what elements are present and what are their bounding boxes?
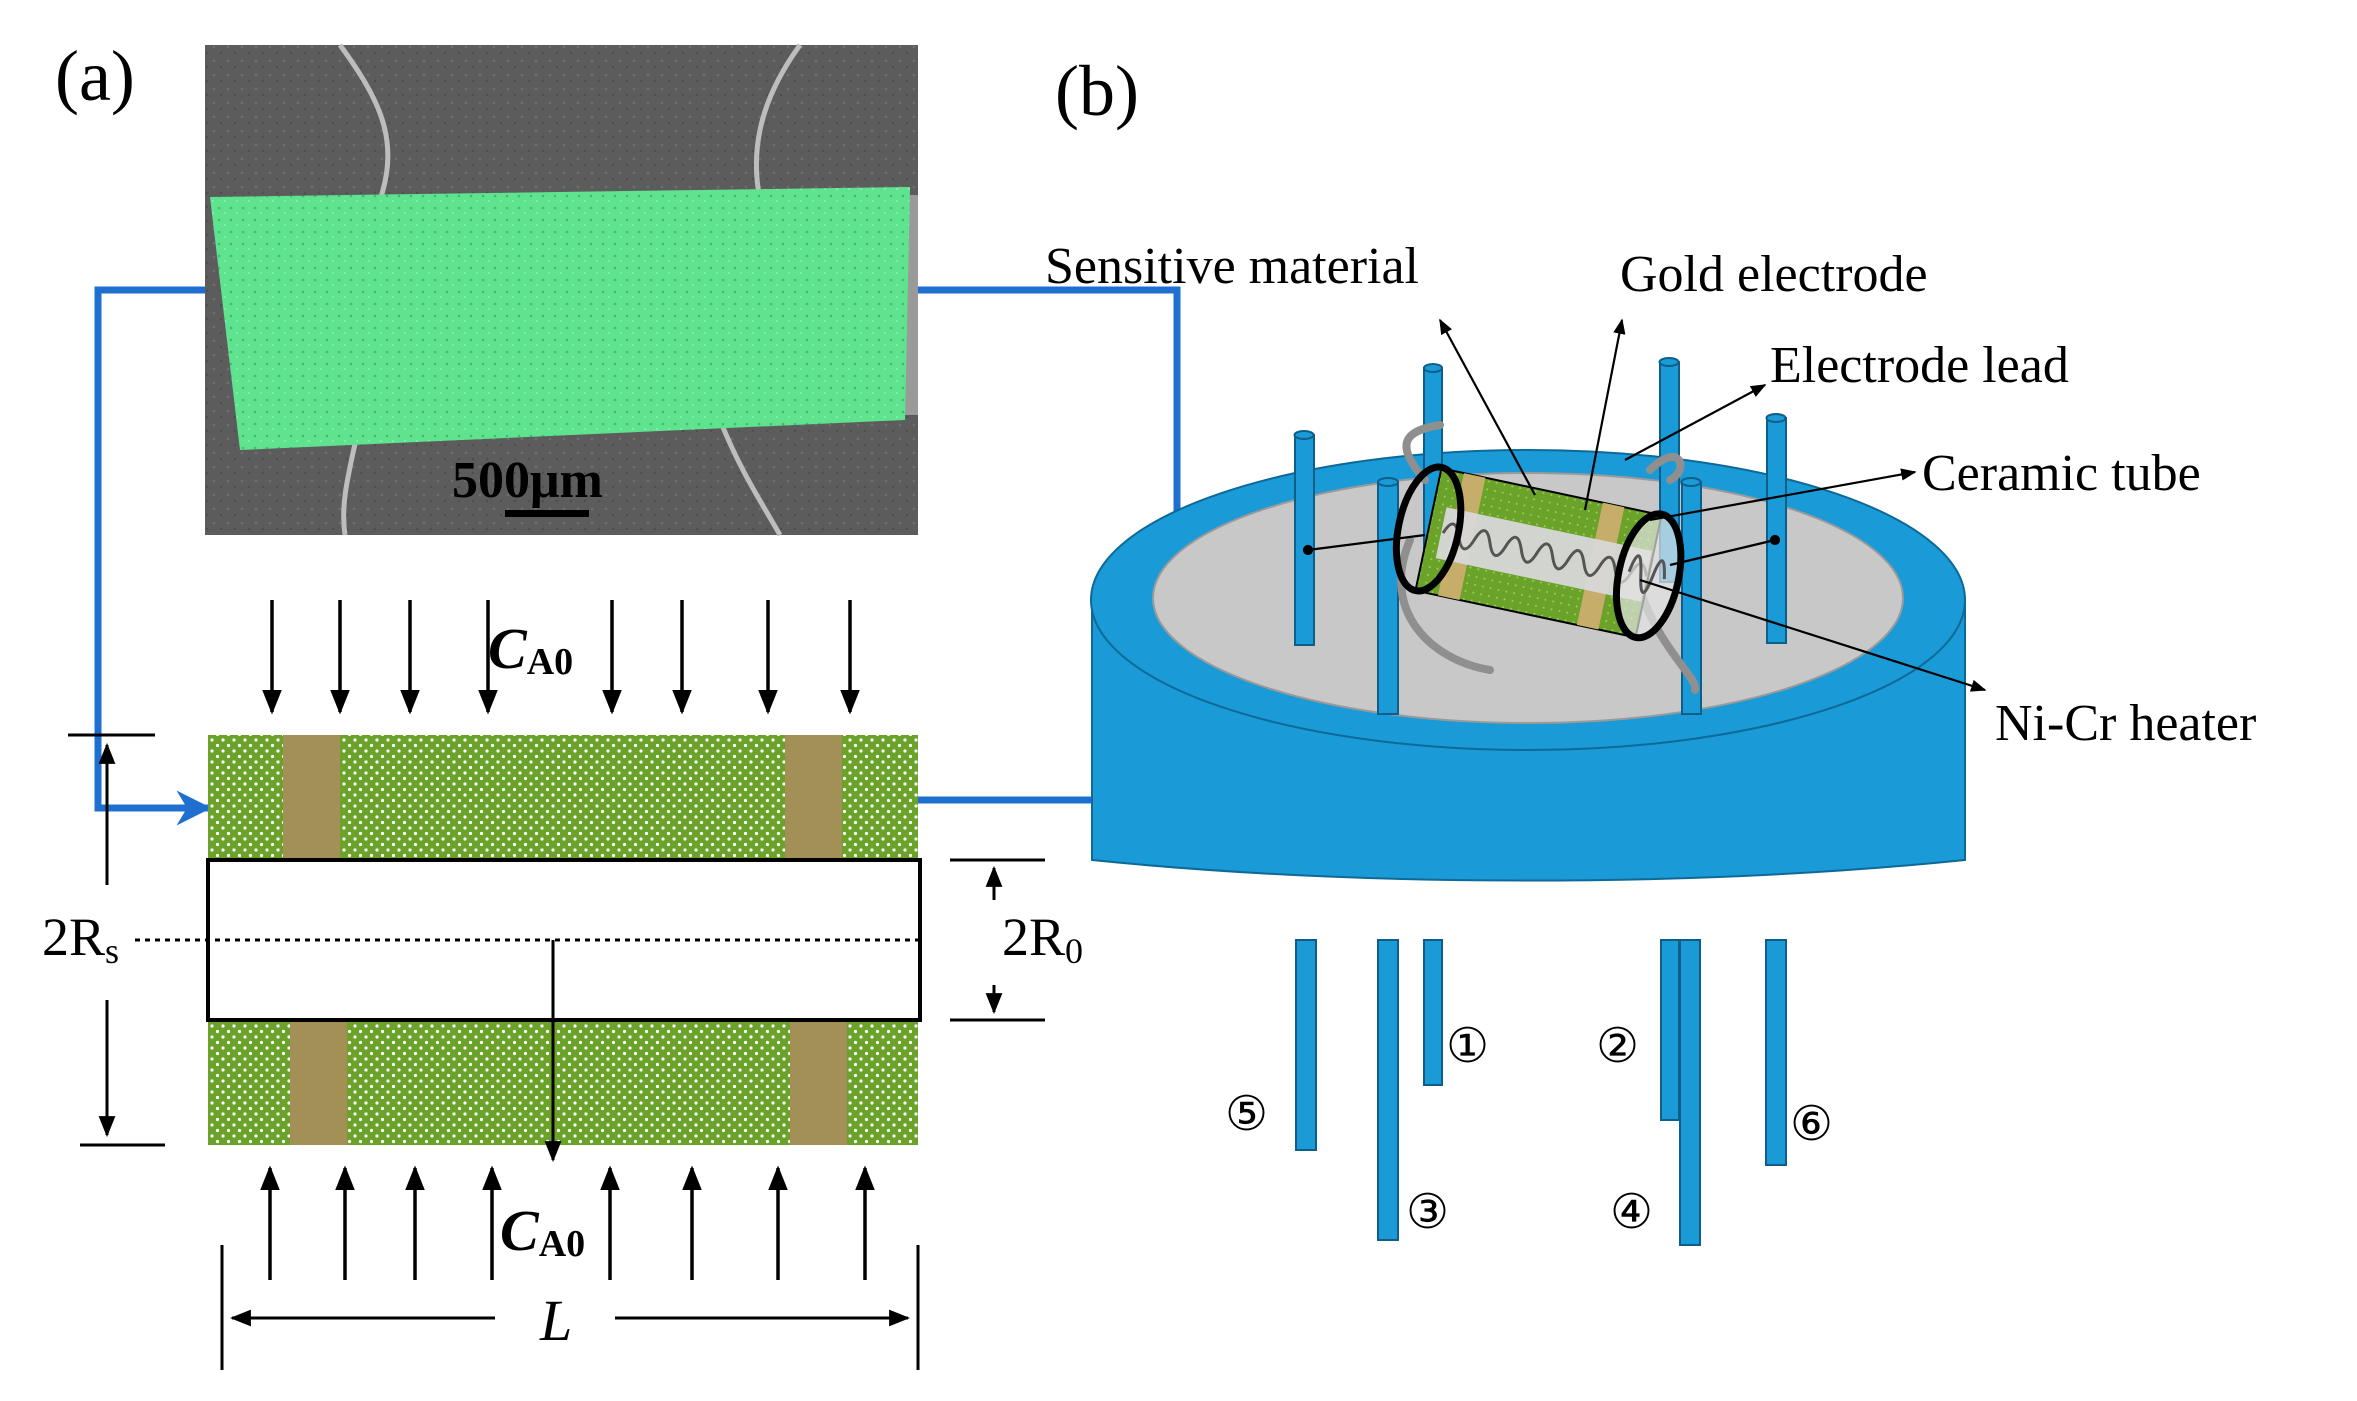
top-flux-arrows	[262, 600, 860, 715]
heater-coil	[1441, 522, 1648, 584]
pin-number-2: ②	[1596, 1020, 1639, 1073]
electrode-bottom-left	[290, 1020, 347, 1145]
inner-diameter-label: 2R0	[1002, 907, 1083, 971]
scale-bar-label: 500μm	[452, 452, 603, 509]
lower-pins	[1295, 939, 1787, 1246]
electrode-bottom-right	[790, 1020, 847, 1145]
length-dimension	[220, 1245, 920, 1370]
electrode-top-right	[785, 735, 842, 860]
panel-a-label: (a)	[55, 36, 135, 116]
label-electrode-lead: Electrode lead	[1770, 337, 2069, 394]
inner-diameter-dimension	[950, 858, 1045, 1022]
length-label: L	[539, 1288, 572, 1353]
concentration-label-bottom: CA0	[500, 1198, 585, 1265]
outer-diameter-label: 2Rs	[42, 907, 119, 971]
outer-diameter-dimension	[68, 733, 165, 1147]
ceramic-tube-3d	[1392, 463, 1685, 642]
pin-number-5: ⑤	[1225, 1088, 1268, 1141]
leader-lines	[1302, 318, 1987, 692]
pin-number-3: ③	[1406, 1186, 1449, 1239]
label-heater: Ni-Cr heater	[1995, 695, 2256, 752]
label-gold-electrode: Gold electrode	[1620, 246, 1928, 303]
label-ceramic-tube: Ceramic tube	[1922, 445, 2201, 502]
pin-number-6: ⑥	[1790, 1098, 1833, 1151]
electrode-top-left	[283, 735, 340, 860]
sensor-cross-section	[135, 735, 922, 1163]
label-sensitive-material: Sensitive material	[1045, 238, 1419, 295]
scale-bar	[505, 510, 589, 517]
sem-image: 500μm	[205, 43, 918, 537]
panel-b-label: (b)	[1055, 51, 1139, 131]
bottom-flux-arrows	[260, 1165, 875, 1280]
pin-number-4: ④	[1610, 1186, 1653, 1239]
pin-number-1: ①	[1446, 1020, 1489, 1073]
concentration-label-top: CA0	[488, 616, 573, 683]
sensing-film-sem	[210, 187, 910, 450]
ceramic-tube-section	[206, 858, 922, 1022]
